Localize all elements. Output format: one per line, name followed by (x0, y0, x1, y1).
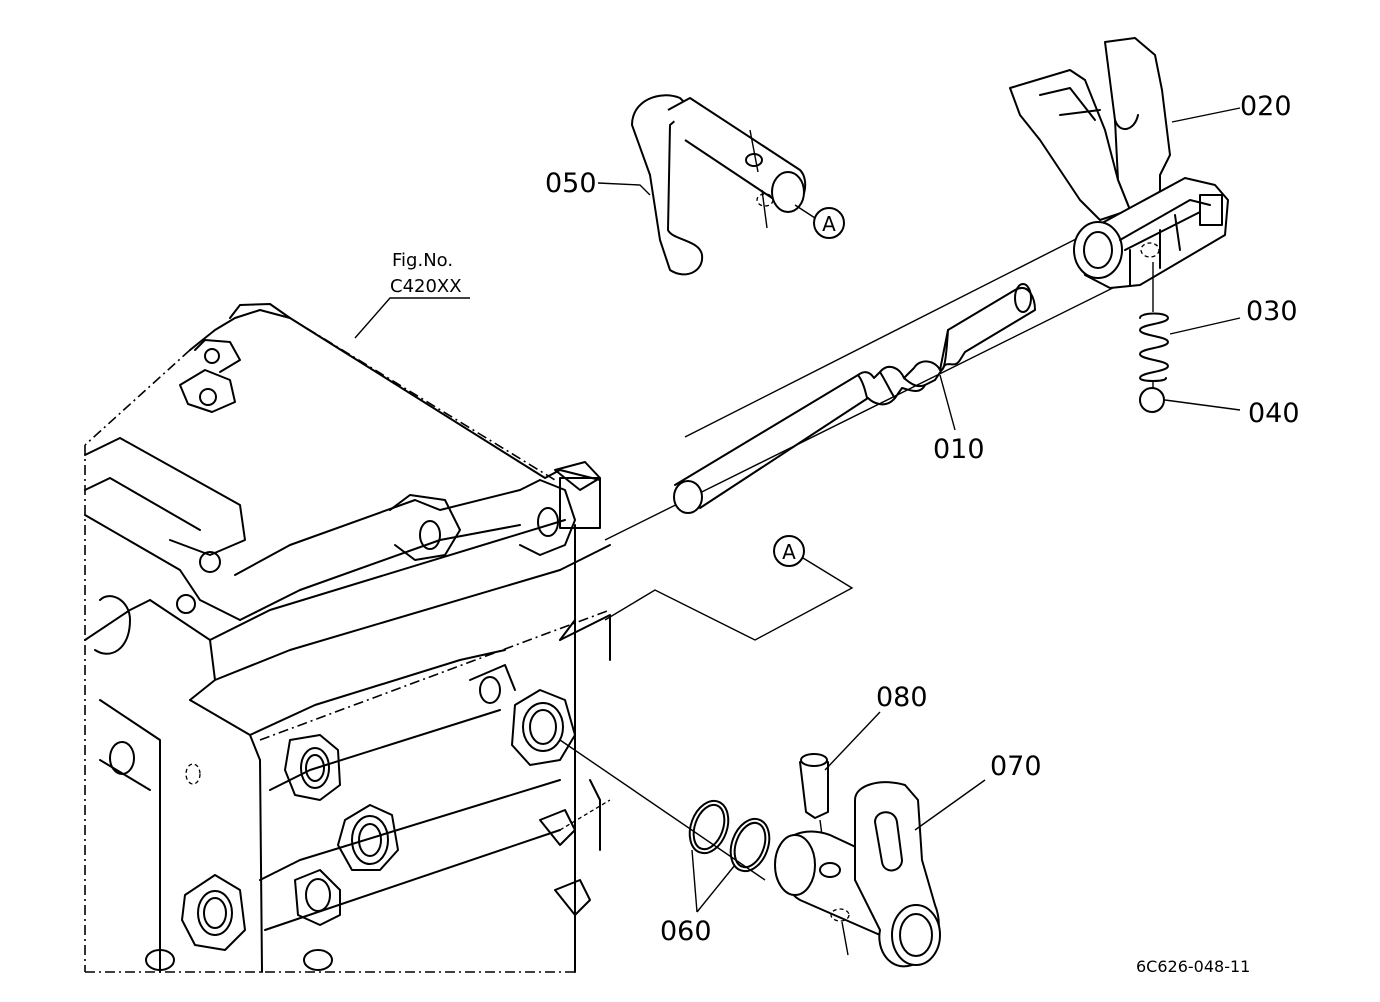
callout-circle-a-top (813, 207, 845, 239)
callout-a-link-line (604, 557, 854, 641)
o-rings-060 (559, 739, 771, 881)
fig-no-number: C420XX (390, 276, 462, 297)
leader-060 (691, 849, 736, 913)
leader-080 (824, 711, 881, 771)
callout-letter-a-top: A (822, 212, 836, 236)
detent-spring-030 (1139, 262, 1169, 388)
leader-040 (1164, 399, 1241, 411)
fig-leader-line (354, 297, 470, 339)
leader-a-top (794, 204, 816, 219)
transmission-housing (84, 303, 611, 973)
part-label-050: 050 (545, 168, 597, 199)
shift-arm-050 (631, 94, 807, 276)
detent-ball-040 (1139, 387, 1165, 413)
leader-020 (1171, 107, 1241, 123)
leader-070 (914, 779, 986, 831)
part-label-080: 080 (876, 682, 928, 713)
shift-fork-020 (1009, 37, 1229, 289)
spring-pin-080 (799, 753, 829, 859)
shift-arm-070 (774, 781, 941, 968)
part-label-010: 010 (933, 434, 985, 465)
part-label-070: 070 (990, 751, 1042, 782)
leader-030 (1169, 317, 1241, 335)
part-label-060: 060 (660, 916, 712, 947)
part-label-040: 040 (1248, 398, 1300, 429)
shift-rod-010 (604, 236, 1146, 541)
callout-circle-a-lower (773, 535, 805, 567)
drawing-code: 6C626-048-11 (1136, 957, 1250, 976)
callout-letter-a-lower: A (782, 540, 796, 564)
fig-no-label: Fig.No. (392, 250, 453, 271)
leader-050 (597, 182, 651, 196)
part-label-020: 020 (1240, 91, 1292, 122)
part-label-030: 030 (1246, 296, 1298, 327)
leader-010 (939, 374, 956, 431)
